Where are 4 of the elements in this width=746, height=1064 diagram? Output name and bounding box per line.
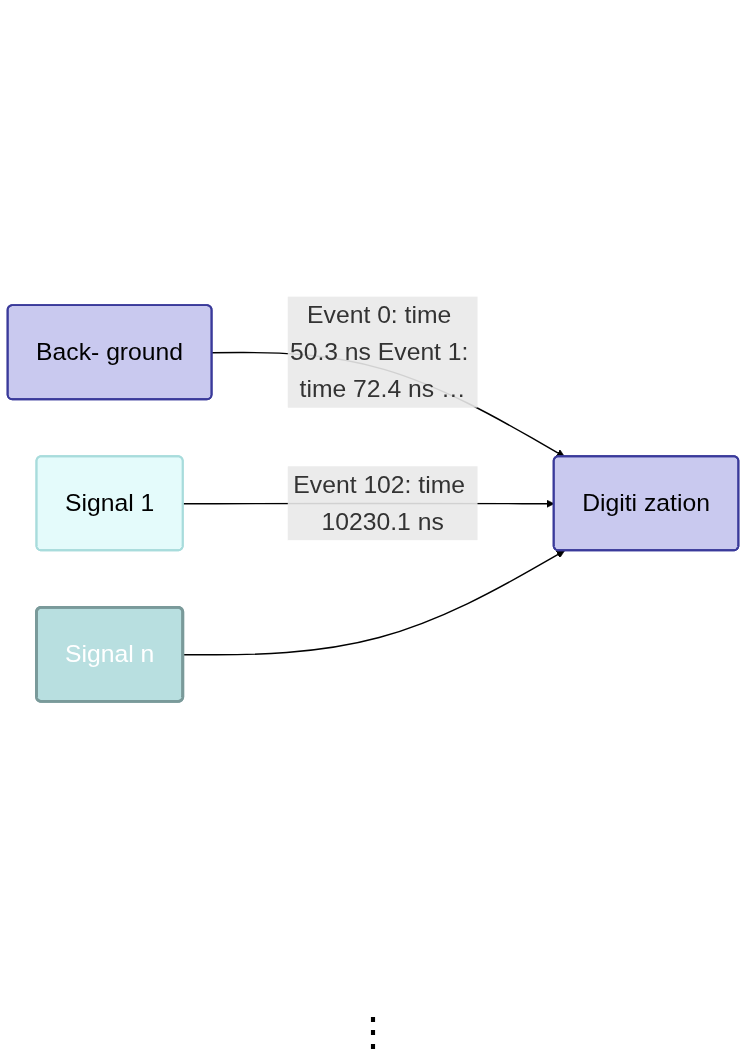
vertical-ellipsis: ⋮ [353, 1008, 393, 1054]
arrow [182, 550, 565, 656]
edge-label: Event 102: time 10230.1 ns [293, 470, 466, 536]
edge-label: Event 0: time 50.3 ns Event 1: time 72.4 ns … [289, 300, 469, 404]
